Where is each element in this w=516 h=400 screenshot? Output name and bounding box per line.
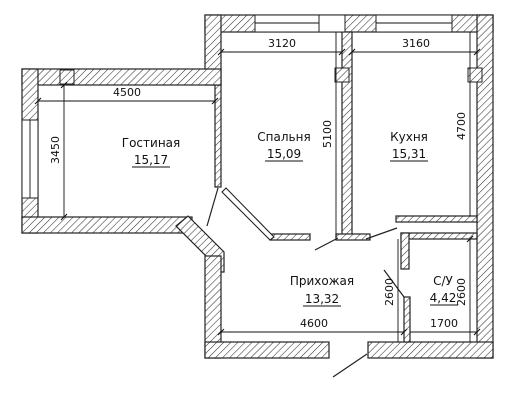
dim-living-width: 4500 — [113, 86, 141, 99]
wall-bath-left — [400, 232, 410, 270]
dim-bath-width: 1700 — [430, 317, 458, 330]
wall-kitchen-stub — [335, 233, 371, 241]
room-hall-name: Прихожая — [290, 274, 354, 288]
wall-bottom-left — [204, 341, 330, 359]
room-kitchen-area: 15,31 — [392, 147, 426, 161]
wall-bedroom-kitchen — [341, 31, 353, 239]
room-bath-area: 4,42 — [430, 291, 457, 305]
room-living-name: Гостиная — [122, 136, 180, 150]
wall-kitchen-bottom — [395, 215, 478, 223]
wall-living-top — [21, 68, 222, 86]
room-bedroom-name: Спальня — [257, 130, 310, 144]
windows — [21, 14, 453, 199]
window-bedroom — [254, 14, 329, 33]
walls — [21, 14, 494, 359]
dim-living-depth: 3450 — [49, 136, 62, 164]
room-kitchen-name: Кухня — [390, 130, 428, 144]
room-living-area: 15,17 — [134, 153, 168, 167]
door-bedroom-panel — [221, 187, 275, 241]
vent-kitchen — [467, 67, 483, 83]
vent-living — [59, 69, 75, 85]
dim-bedroom-depth: 5100 — [321, 120, 334, 148]
dim-bedroom-width: 3120 — [268, 37, 296, 50]
wall-living-bottom — [21, 216, 193, 234]
wall-bottom-right — [367, 341, 494, 359]
dim-kitchen-depth: 4700 — [455, 112, 468, 140]
door-kitchen-swing — [365, 227, 398, 240]
window-bedroom-side — [318, 14, 346, 33]
dimension-lines — [34, 32, 481, 342]
door-living — [206, 187, 219, 227]
door-bath-swing — [383, 269, 405, 298]
window-kitchen — [375, 14, 453, 33]
room-bath-name: С/У — [433, 274, 453, 288]
dim-kitchen-width: 3160 — [402, 37, 430, 50]
room-hall-area: 13,32 — [305, 292, 339, 306]
vent-bedroom — [334, 67, 350, 83]
room-bedroom-area: 15,09 — [267, 147, 301, 161]
door-bedroom-swing — [314, 237, 339, 251]
wall-right — [476, 14, 494, 359]
dim-hall-width: 4600 — [300, 317, 328, 330]
dim-hall-depth: 2600 — [383, 278, 396, 306]
doors — [206, 187, 405, 378]
wall-bath-top — [400, 232, 478, 240]
door-entrance-swing — [332, 353, 368, 378]
wall-bath-left-lower — [403, 296, 411, 343]
dim-bath-depth: 2600 — [455, 278, 468, 306]
wall-bedroom-stub — [269, 233, 311, 241]
